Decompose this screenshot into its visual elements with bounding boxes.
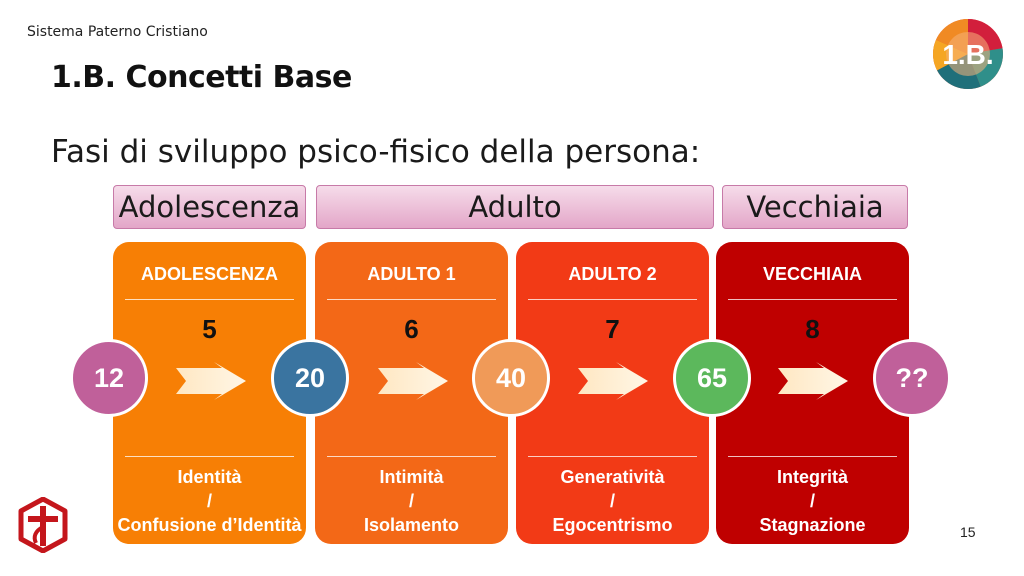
desc-separator: / (206, 491, 212, 511)
badge-text: 1.B. (942, 39, 993, 70)
desc-line-2: Egocentrismo (552, 515, 673, 535)
desc-line-1: Integrità (776, 467, 848, 487)
right-arrow-icon (378, 362, 448, 400)
desc-line-2: Confusione d’Identità (117, 515, 302, 535)
band-vecchiaia: Vecchiaia (722, 185, 908, 229)
age-node-12: 12 (70, 339, 148, 417)
desc-separator: / (408, 491, 414, 511)
age-node-65: 65 (673, 339, 751, 417)
phase-description: Identità / Confusione d’Identità (113, 465, 306, 537)
phase-description: Intimità / Isolamento (315, 465, 508, 537)
desc-separator: / (609, 491, 615, 511)
desc-separator: / (809, 491, 815, 511)
phase-label: VECCHIAIA (762, 264, 862, 284)
subtitle: Fasi di sviluppo psico-fisico della pers… (51, 134, 701, 170)
divider (125, 456, 294, 457)
phase-label: ADOLESCENZA (140, 264, 278, 284)
divider (528, 456, 697, 457)
divider (728, 456, 897, 457)
band-adulto: Adulto (316, 185, 714, 229)
phase-number: 5 (202, 314, 217, 344)
divider (528, 299, 697, 300)
section-badge-logo: 1.B. (933, 19, 1003, 89)
organization-name: Sistema Paterno Cristiano (27, 24, 208, 40)
divider (125, 299, 294, 300)
divider (327, 299, 496, 300)
phase-number: 7 (605, 314, 620, 344)
age-node-20: 20 (271, 339, 349, 417)
page-number: 15 (960, 524, 976, 540)
desc-line-1: Intimità (379, 467, 444, 487)
age-node-40: 40 (472, 339, 550, 417)
right-arrow-icon (778, 362, 848, 400)
cross-shield-logo (18, 497, 68, 553)
right-arrow-icon (176, 362, 246, 400)
phase-description: Generatività / Egocentrismo (516, 465, 709, 537)
desc-line-1: Generatività (560, 467, 665, 487)
phase-description: Integrità / Stagnazione (716, 465, 909, 537)
desc-line-2: Stagnazione (759, 515, 866, 535)
right-arrow-icon (578, 362, 648, 400)
desc-line-1: Identità (177, 467, 242, 487)
phase-label: ADULTO 2 (568, 264, 657, 284)
phase-number: 8 (805, 314, 820, 344)
divider (728, 299, 897, 300)
age-node-unknown: ?? (873, 339, 951, 417)
slide-title: 1.B. Concetti Base (51, 60, 352, 95)
phase-label: ADULTO 1 (367, 264, 456, 284)
phase-number: 6 (404, 314, 419, 344)
divider (327, 456, 496, 457)
band-adolescenza: Adolescenza (113, 185, 306, 229)
desc-line-2: Isolamento (363, 515, 460, 535)
